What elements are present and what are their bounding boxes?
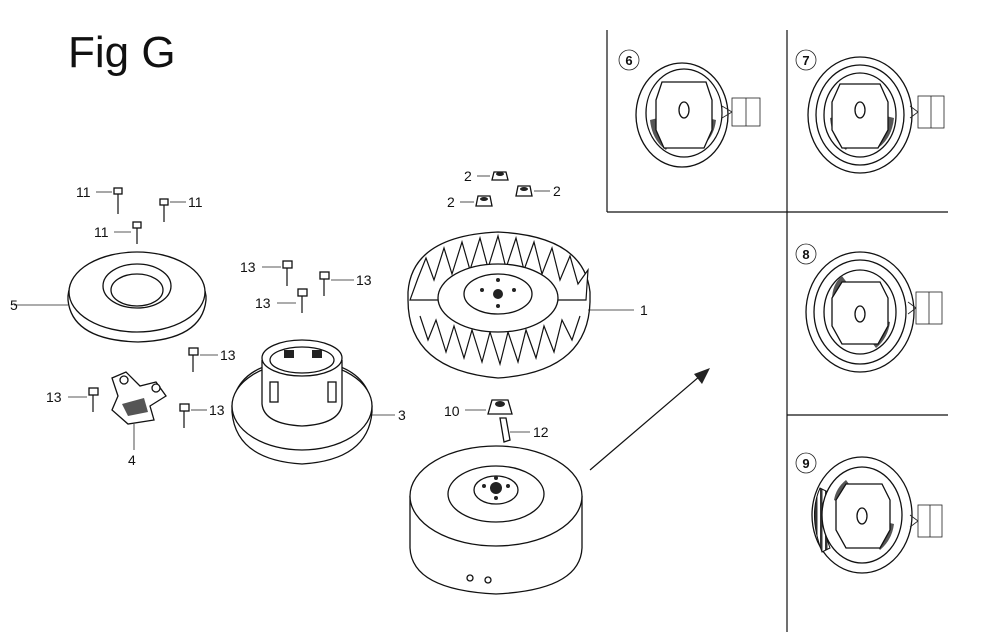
part-1-cooling-fan: 1 <box>407 231 648 379</box>
callout-3: 3 <box>398 407 406 423</box>
part-4-bracket: 4 <box>111 371 167 468</box>
variant-8-rotor: 8 <box>795 243 943 373</box>
variant-6-rotor: 6 <box>618 49 761 168</box>
callout-11a: 11 <box>76 184 91 200</box>
part-12-key: 12 <box>499 417 549 443</box>
variant-9-rotor: 9 <box>795 452 943 574</box>
part-11-bolts: 11 11 11 <box>76 184 203 244</box>
callout-2c: 2 <box>447 194 455 210</box>
variant-panel-frame <box>606 30 948 632</box>
part-10-flywheel-nut: 10 <box>444 399 513 419</box>
callout-13c: 13 <box>255 295 271 311</box>
callout-2b: 2 <box>553 183 561 199</box>
part-5-starter-cup: 5 <box>10 251 207 343</box>
callout-13f: 13 <box>209 402 225 418</box>
variant-8-label: 8 <box>802 247 809 262</box>
callout-1: 1 <box>640 302 648 318</box>
part-3-pulley: 3 <box>231 339 406 465</box>
variant-6-label: 6 <box>625 53 632 68</box>
callout-4: 4 <box>128 452 136 468</box>
callout-13e: 13 <box>46 389 62 405</box>
part-13-bolts: 13 13 13 13 13 13 <box>46 259 372 428</box>
callout-13a: 13 <box>240 259 256 275</box>
callout-11b: 11 <box>188 194 203 210</box>
variant-7-label: 7 <box>802 53 809 68</box>
callout-11c: 11 <box>94 224 109 240</box>
flywheel <box>409 445 583 595</box>
variant-9-label: 9 <box>802 456 809 471</box>
callout-10: 10 <box>444 403 460 419</box>
reference-arrow <box>589 368 710 471</box>
callout-13b: 13 <box>356 272 372 288</box>
variant-7-rotor: 7 <box>795 49 945 174</box>
figure-title: Fig G <box>68 28 176 77</box>
callout-12: 12 <box>533 424 549 440</box>
callout-13d: 13 <box>220 347 236 363</box>
callout-5: 5 <box>10 297 18 313</box>
part-2-nuts: 2 2 2 <box>447 168 561 210</box>
callout-2a: 2 <box>464 168 472 184</box>
